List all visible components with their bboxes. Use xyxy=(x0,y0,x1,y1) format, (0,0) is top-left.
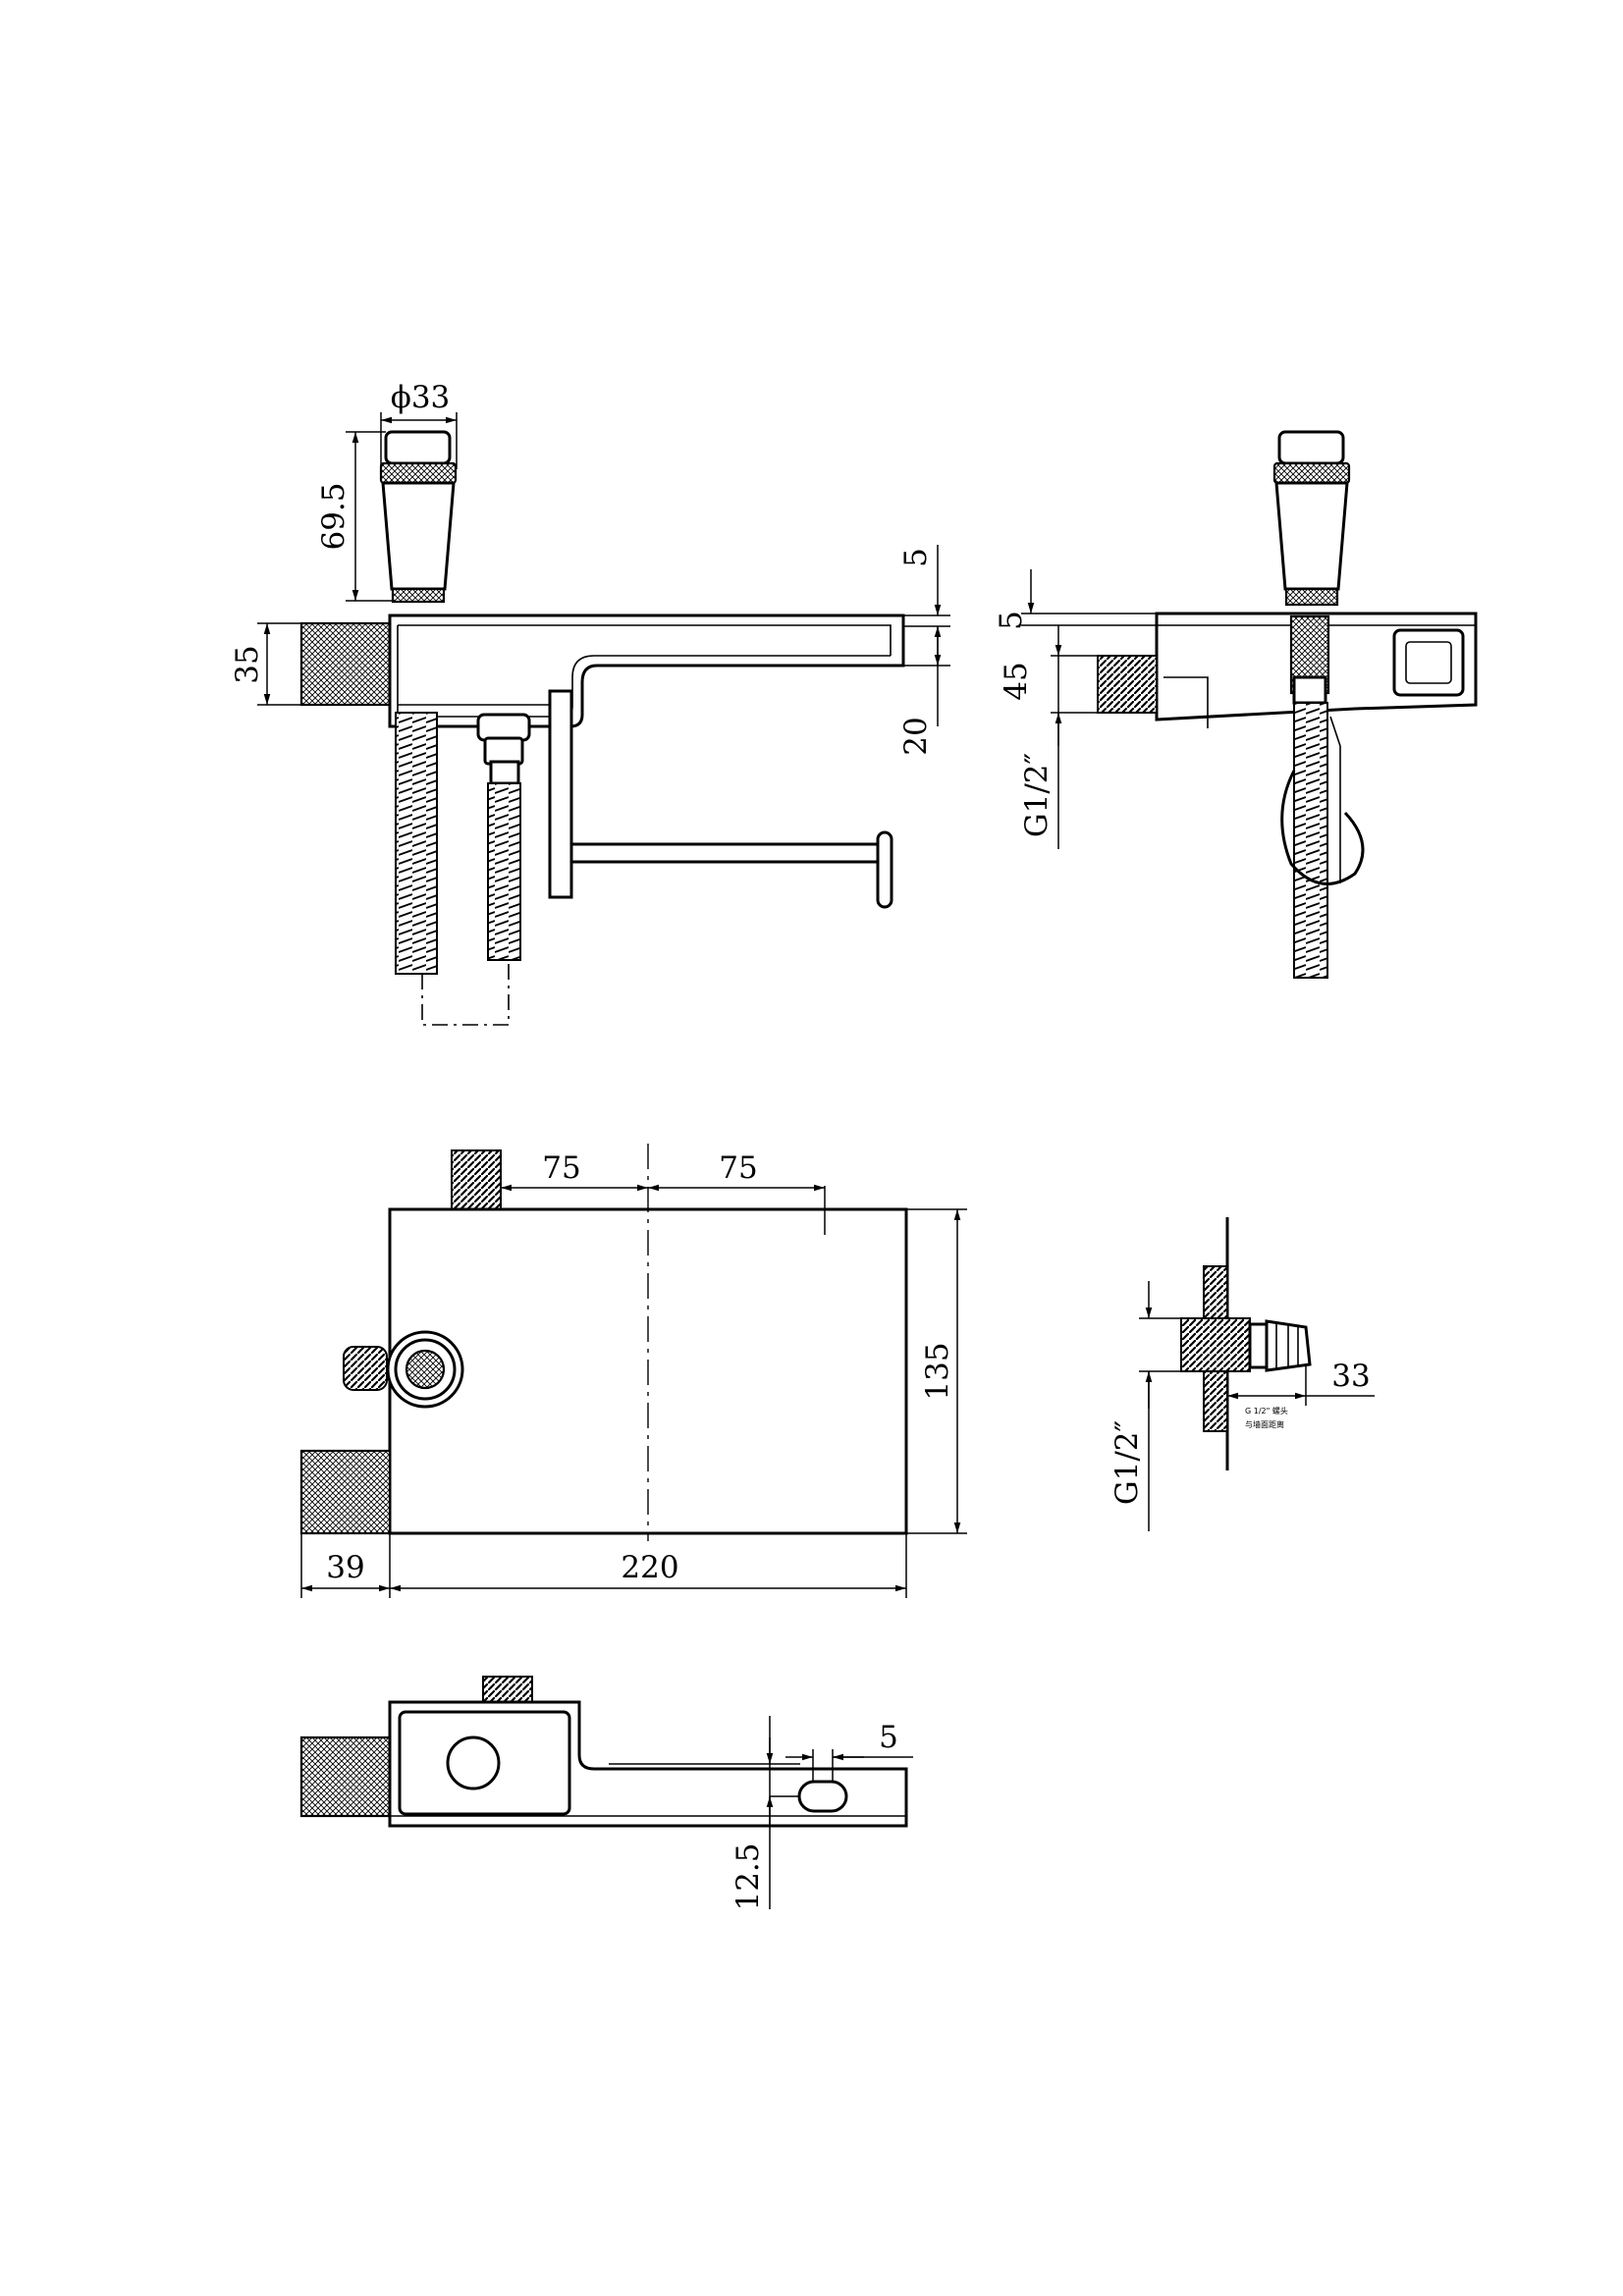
side-outlet xyxy=(1392,628,1465,697)
dim-spout-tip: 5 xyxy=(898,548,934,567)
side-hose xyxy=(1293,702,1328,979)
bottom-inlet-thread xyxy=(482,1676,533,1703)
handle-knurl-ring xyxy=(379,461,458,485)
hose-right xyxy=(487,782,521,961)
handle-base-ring xyxy=(391,587,446,604)
dim-body-height: 35 xyxy=(230,645,265,683)
handle-body xyxy=(381,481,456,591)
fitting-thread xyxy=(1180,1317,1251,1372)
dim-spout-drop: 20 xyxy=(898,717,934,755)
dim-bottom-slot-offset: 12.5 xyxy=(730,1842,766,1910)
wall-fitting-detail: G1/2″ 33 G 1/2" 螺头 与墙面距离 xyxy=(1109,1217,1375,1531)
bottom-view: 12.5 5 xyxy=(299,1676,913,1911)
dim-top-body-length: 220 xyxy=(621,1550,678,1585)
top-inlet-thread xyxy=(451,1149,502,1210)
top-view: 75 75 135 39 220 xyxy=(299,1144,967,1598)
spout-body xyxy=(388,614,905,728)
bottom-diverter-hole xyxy=(446,1735,501,1790)
handle-cap xyxy=(384,430,452,465)
dim-fitting-length: 33 xyxy=(1331,1359,1370,1394)
side-view: 5 45 G1/2″ xyxy=(994,430,1478,979)
dim-top-handle-width: 39 xyxy=(326,1550,364,1585)
hose-left xyxy=(395,712,438,975)
top-lever-knurl xyxy=(299,1449,392,1535)
dim-side-thread: G1/2″ xyxy=(1019,753,1055,837)
side-inlet-thread xyxy=(1097,655,1158,714)
holder-post xyxy=(548,689,573,899)
fitting-note-line2: 与墙面距离 xyxy=(1245,1419,1284,1429)
bottom-body-outline xyxy=(388,1700,908,1828)
dim-handle-height: 69.5 xyxy=(316,482,352,550)
lever-knurl xyxy=(299,621,392,707)
dim-side-inlet: 45 xyxy=(999,662,1034,700)
dim-top-left-spacing: 75 xyxy=(542,1150,580,1186)
dim-bottom-slot-width: 5 xyxy=(879,1720,898,1755)
dim-top-right-spacing: 75 xyxy=(719,1150,757,1186)
dim-top-depth: 135 xyxy=(920,1342,955,1400)
front-view: ϕ33 69.5 35 5 20 xyxy=(230,380,950,1026)
fitting-note-line1: G 1/2" 螺头 xyxy=(1245,1406,1288,1415)
holder-bar xyxy=(569,842,883,864)
bottom-lever-knurl xyxy=(299,1735,392,1818)
dim-handle-diameter: ϕ33 xyxy=(391,380,451,415)
dim-fitting-thread: G1/2″ xyxy=(1109,1420,1145,1505)
dim-side-top: 5 xyxy=(994,611,1029,630)
